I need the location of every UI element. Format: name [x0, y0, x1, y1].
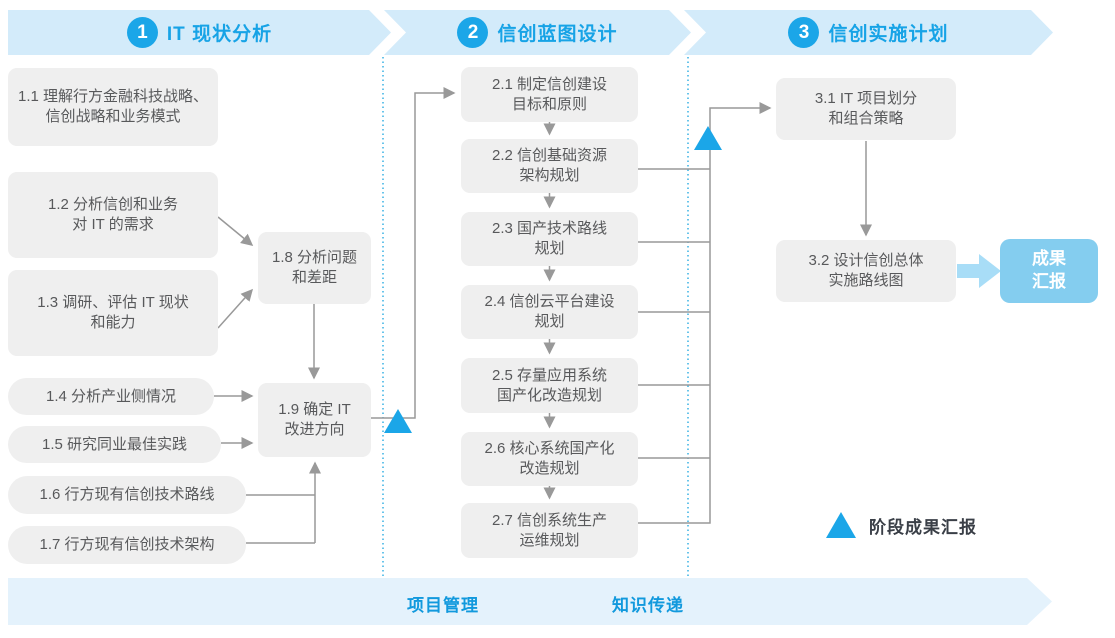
- step-label: 规划: [534, 313, 565, 330]
- step-label: 1.8 分析问题: [271, 249, 358, 267]
- footer-label-project-management: 项目管理: [407, 596, 479, 615]
- milestone-triangle-phase1-icon: [384, 409, 412, 433]
- phase-ribbon-1: [8, 10, 391, 55]
- step-box-1-5: 1.5 研究同业最佳实践: [8, 426, 221, 463]
- step-label: 国产化改造规划: [496, 386, 602, 404]
- result-arrow-icon: [957, 254, 1001, 288]
- milestone-triangle-phase2-icon: [694, 126, 722, 150]
- milestone-triangle-icon: [826, 512, 856, 538]
- phase-2-number-badge: 2: [457, 17, 489, 48]
- result-report-box: 成果 汇报: [1000, 239, 1098, 303]
- phase-3-number-badge: 3: [788, 17, 820, 48]
- step-box-1-2: 1.2 分析信创和业务 对 IT 的需求: [8, 172, 218, 258]
- step-label: 2.1 制定信创建设: [491, 75, 608, 93]
- step-box-1-8: 1.8 分析问题 和差距: [258, 232, 371, 304]
- step-box-2-1: 2.1 制定信创建设 目标和原则: [461, 67, 638, 122]
- step-label: 规划: [534, 240, 565, 257]
- step-label: 1.3 调研、评估 IT 现状: [37, 294, 189, 312]
- step-box-3-1: 3.1 IT 项目划分 和组合策略: [776, 78, 956, 140]
- step-box-1-3: 1.3 调研、评估 IT 现状 和能力: [8, 270, 218, 356]
- step-label: 和组合策略: [828, 110, 904, 127]
- result-report-label: 成果: [1032, 249, 1066, 269]
- step-box-1-6: 1.6 行方现有信创技术路线: [8, 476, 246, 514]
- step-label: 2.6 核心系统国产化: [484, 440, 615, 458]
- footer-label-knowledge-transfer: 知识传递: [612, 596, 684, 615]
- step-label: 架构规划: [519, 167, 580, 184]
- step-box-2-7: 2.7 信创系统生产 运维规划: [461, 503, 638, 558]
- step-label: 对 IT 的需求: [72, 216, 154, 233]
- step-box-1-1: 1.1 理解行方金融科技战略、 信创战略和业务模式: [8, 68, 218, 146]
- step-label: 1.4 分析产业侧情况: [45, 387, 177, 405]
- phase-1-number-badge: 1: [126, 17, 158, 48]
- phase-header-2: 2 信创蓝图设计: [384, 10, 691, 55]
- step-label: 1.1 理解行方金融科技战略、: [17, 88, 209, 106]
- step-label: 1.2 分析信创和业务: [47, 196, 179, 214]
- footer-ribbon: [8, 578, 1052, 625]
- phase-header-3: 3 信创实施计划: [684, 10, 1053, 55]
- step-box-2-3: 2.3 国产技术路线 规划: [461, 212, 638, 266]
- step-label: 改进方向: [284, 421, 345, 438]
- step-label: 2.2 信创基础资源: [491, 147, 608, 165]
- step-label: 信创战略和业务模式: [45, 108, 181, 125]
- step-box-2-4: 2.4 信创云平台建设 规划: [461, 285, 638, 339]
- step-label: 2.7 信创系统生产: [491, 511, 608, 529]
- step-box-2-5: 2.5 存量应用系统 国产化改造规划: [461, 358, 638, 413]
- legend: 阶段成果汇报: [826, 512, 977, 538]
- phase-1-title: IT 现状分析: [166, 24, 273, 45]
- step-label: 改造规划: [519, 460, 580, 477]
- step-label: 3.1 IT 项目划分: [814, 90, 918, 108]
- phase-2-title: 信创蓝图设计: [497, 24, 618, 45]
- legend-label: 阶段成果汇报: [869, 517, 977, 537]
- step-label: 实施路线图: [828, 272, 904, 289]
- step-box-3-2: 3.2 设计信创总体 实施路线图: [776, 240, 956, 302]
- phase-ribbon-3: [684, 10, 1053, 55]
- step-label: 1.9 确定 IT: [278, 401, 351, 419]
- step-label: 1.5 研究同业最佳实践: [41, 435, 188, 453]
- step-label: 2.3 国产技术路线: [491, 220, 608, 238]
- phase-3-title: 信创实施计划: [828, 24, 949, 45]
- step-box-2-6: 2.6 核心系统国产化 改造规划: [461, 432, 638, 486]
- result-report-label: 汇报: [1032, 272, 1066, 291]
- step-label: 1.7 行方现有信创技术架构: [39, 536, 215, 554]
- step-box-1-7: 1.7 行方现有信创技术架构: [8, 526, 246, 564]
- step-box-1-4: 1.4 分析产业侧情况: [8, 378, 214, 415]
- phase-header-1: 1 IT 现状分析: [8, 10, 391, 55]
- step-label: 2.4 信创云平台建设: [484, 293, 615, 311]
- step-box-2-2: 2.2 信创基础资源 架构规划: [461, 139, 638, 193]
- step-label: 3.2 设计信创总体: [808, 252, 924, 270]
- step-label: 运维规划: [519, 531, 580, 549]
- step-label: 和能力: [90, 314, 136, 331]
- step-label: 和差距: [291, 269, 337, 286]
- step-label: 目标和原则: [511, 95, 587, 113]
- step-label: 1.6 行方现有信创技术路线: [39, 486, 215, 504]
- step-box-1-9: 1.9 确定 IT 改进方向: [258, 383, 371, 457]
- step-label: 2.5 存量应用系统: [491, 366, 608, 384]
